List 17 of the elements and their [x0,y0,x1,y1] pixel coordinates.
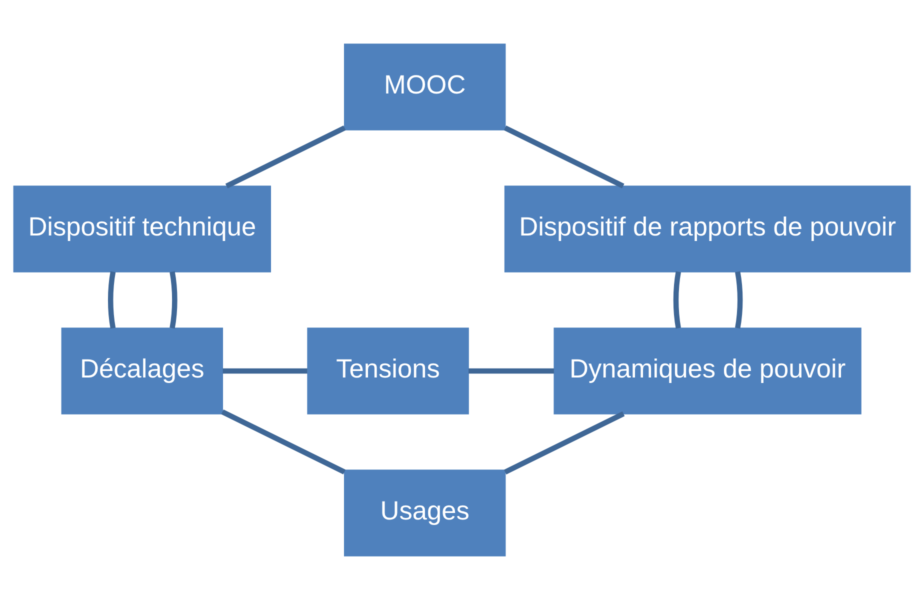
connector [673,271,682,329]
node-box: Dispositif technique [13,186,272,272]
connector [225,126,346,188]
node-box: Dynamiques de pouvoir [554,328,862,414]
connector [221,410,346,474]
node-box: MOOC [344,44,506,130]
node-box: Dispositif de rapports de pouvoir [504,186,911,272]
connector [504,411,625,474]
connector [504,126,624,188]
connector [170,271,178,329]
connector [735,271,743,329]
node-box: Décalages [61,328,224,414]
connector [468,368,554,374]
connector [222,368,308,374]
node-box: Tensions [307,328,469,414]
connector [108,271,116,329]
node-box: Usages [344,470,506,556]
